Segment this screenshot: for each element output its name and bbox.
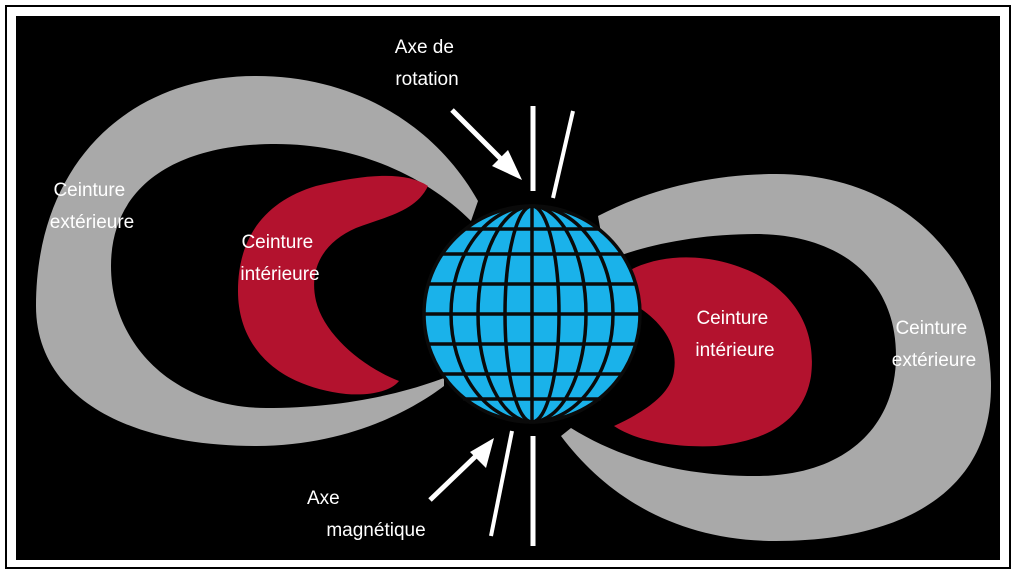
van-allen-belts-diagram: Axe de rotation Ceinture extérieure Cein… [16, 16, 1000, 560]
earth-globe [424, 206, 640, 422]
